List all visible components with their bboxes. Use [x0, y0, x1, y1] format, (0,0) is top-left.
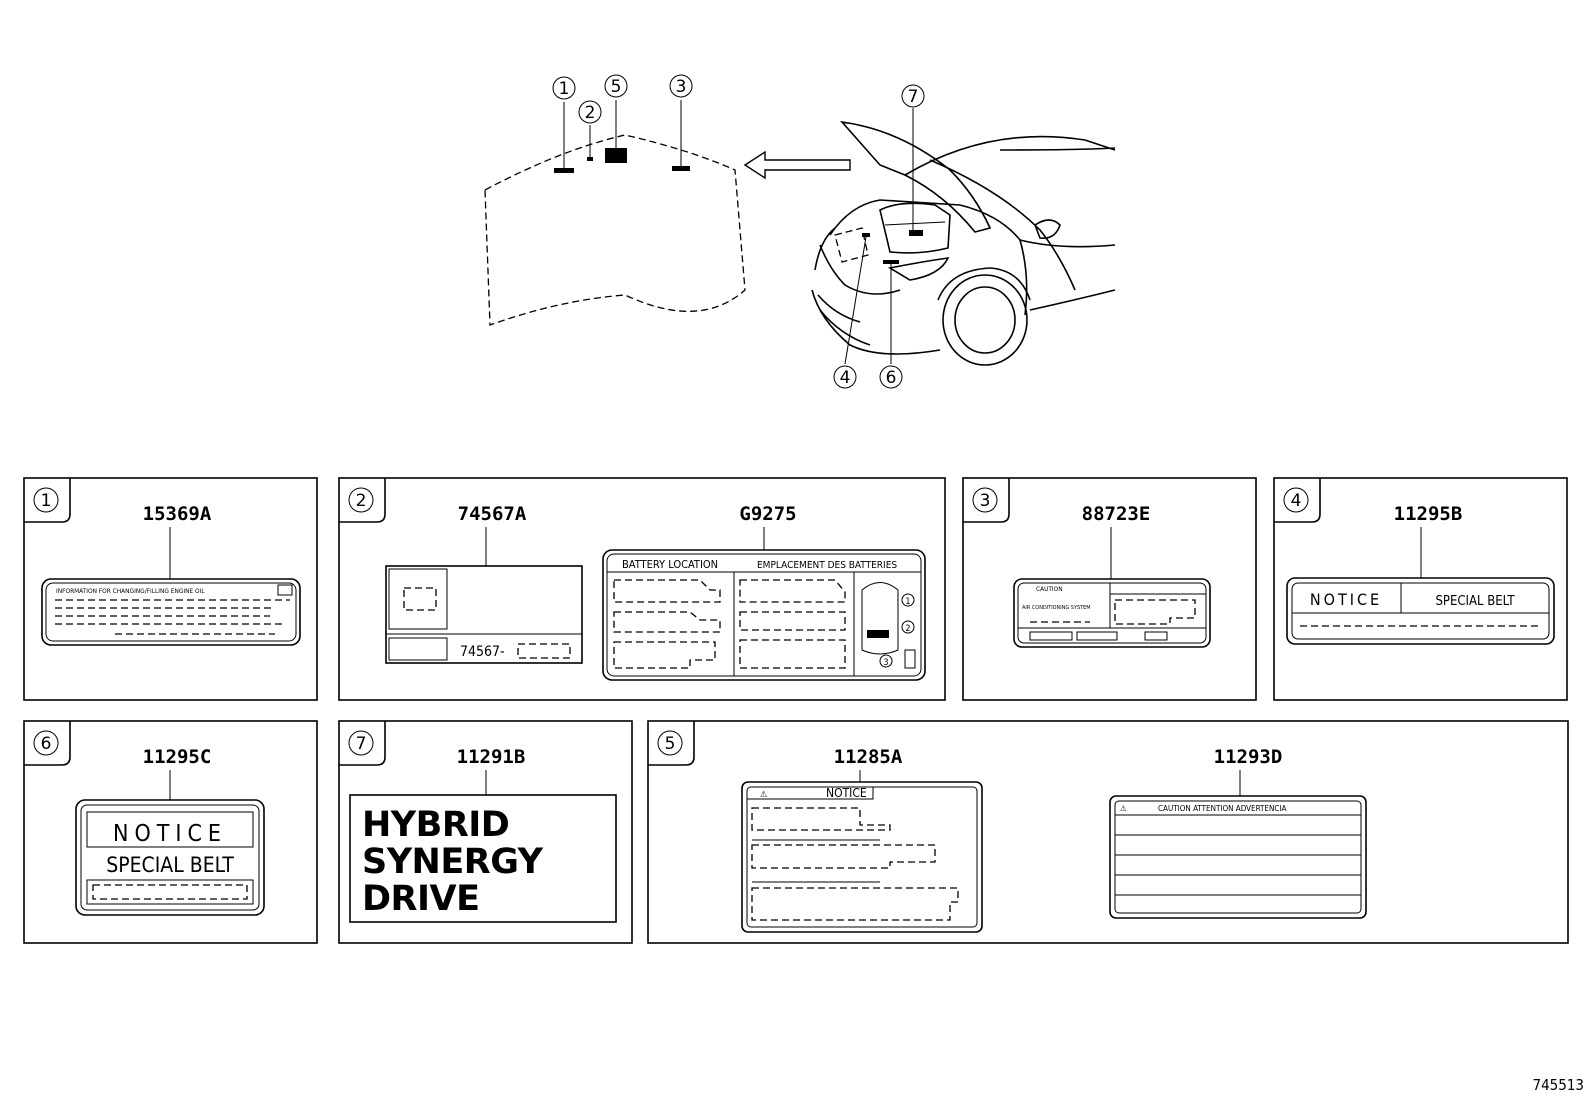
car-illustration [811, 108, 1116, 366]
label-11285A [741, 781, 983, 933]
car-label-4 [862, 233, 870, 237]
part-number-11293D: 11293D [1214, 746, 1283, 768]
label-G9275-title-fr: EMPLACEMENT DES BATTERIES [757, 560, 897, 571]
car-label-7 [909, 230, 923, 236]
panel-5-number: 5 [665, 734, 676, 754]
panel-7: 7 11291B HYBRID SYNERGY DRIVE [338, 720, 633, 944]
svg-text:⚠: ⚠ [760, 790, 767, 800]
panel-4: 4 11295B NOTICE SPECIAL BELT [1273, 477, 1568, 701]
car-label-6 [883, 260, 899, 264]
part-number-11285A: 11285A [834, 746, 903, 768]
callout-3: 3 [669, 74, 693, 98]
hood-label-3 [672, 166, 690, 171]
svg-text:4: 4 [840, 368, 851, 388]
label-11293D-caution: CAUTION ATTENTION ADVERTENCIA [1158, 804, 1286, 813]
callout-7: 7 [901, 84, 925, 108]
svg-text:1: 1 [559, 79, 570, 99]
part-number-88723E: 88723E [1082, 503, 1151, 525]
svg-text:5: 5 [611, 77, 622, 97]
label-11295C-notice: NOTICE [113, 821, 227, 847]
svg-text:7: 7 [908, 87, 919, 107]
part-number-15369A: 15369A [143, 503, 212, 525]
svg-text:⚠: ⚠ [1120, 804, 1127, 813]
part-number-G9275: G9275 [739, 503, 796, 525]
label-15369A-title: INFORMATION FOR CHANGING/FILLING ENGINE … [56, 587, 205, 595]
callout-1: 1 [552, 76, 576, 100]
panel-7-number: 7 [356, 734, 367, 754]
direction-arrow [743, 150, 851, 180]
part-number-11295B: 11295B [1394, 503, 1463, 525]
hood-label-5 [605, 148, 627, 163]
part-number-11295C: 11295C [143, 746, 212, 768]
hood-label-2 [587, 157, 593, 161]
label-11295B-notice: NOTICE [1310, 590, 1382, 609]
label-11291B-line3: DRIVE [362, 879, 480, 919]
diagram-id: 745513 [1532, 1076, 1584, 1094]
callout-2: 2 [578, 100, 602, 124]
label-11291B-line1: HYBRID [362, 805, 509, 845]
svg-text:3: 3 [676, 77, 687, 97]
part-number-74567A: 74567A [458, 503, 527, 525]
label-11295B [1286, 577, 1555, 645]
label-11295C-special-belt: SPECIAL BELT [106, 853, 234, 877]
panel-6: 6 11295C NOTICE SPECIAL BELT [23, 720, 318, 944]
label-11295C [75, 799, 265, 916]
label-G9275 [602, 549, 926, 681]
label-G9275-title: BATTERY LOCATION [622, 558, 718, 571]
label-88723E-system: AIR CONDITIONING SYSTEM [1022, 605, 1091, 611]
svg-text:3: 3 [883, 658, 888, 668]
hood-illustration [484, 100, 746, 326]
panel-4-number: 4 [1291, 491, 1302, 511]
svg-text:2: 2 [905, 624, 910, 634]
panel-3-number: 3 [980, 491, 991, 511]
panel-1: 1 15369A INFORMATION FOR CHANGING/FILLIN… [23, 477, 318, 701]
part-number-11291B: 11291B [457, 746, 526, 768]
label-11293D [1109, 795, 1367, 919]
label-15369A [41, 578, 301, 646]
panel-3: 3 88723E CAUTION AIR CONDITIONING SYSTEM [962, 477, 1257, 701]
panel-5: 5 11285A ⚠ NOTICE 11293D ⚠ CAUTION ATTEN… [647, 720, 1569, 944]
label-74567A-code: 74567- [460, 644, 505, 660]
label-11295B-special-belt: SPECIAL BELT [1436, 594, 1516, 609]
label-88723E-caution: CAUTION [1036, 585, 1063, 593]
label-11285A-notice: NOTICE [826, 786, 867, 800]
panel-2: 2 74567A 74567- G9275 BATTERY LOCATION E… [338, 477, 946, 701]
label-74567A [385, 565, 583, 664]
callout-4: 4 [833, 365, 857, 389]
label-11291B [349, 794, 617, 923]
svg-text:1: 1 [905, 597, 910, 607]
callout-5: 5 [604, 74, 628, 98]
label-88723E [1013, 578, 1211, 648]
svg-text:2: 2 [585, 103, 596, 123]
label-11291B-line2: SYNERGY [362, 842, 544, 882]
svg-text:6: 6 [886, 368, 897, 388]
callout-6: 6 [879, 365, 903, 389]
panel-6-number: 6 [41, 734, 52, 754]
hood-label-1 [554, 168, 574, 173]
panel-2-number: 2 [356, 491, 367, 511]
panel-1-number: 1 [41, 491, 52, 511]
